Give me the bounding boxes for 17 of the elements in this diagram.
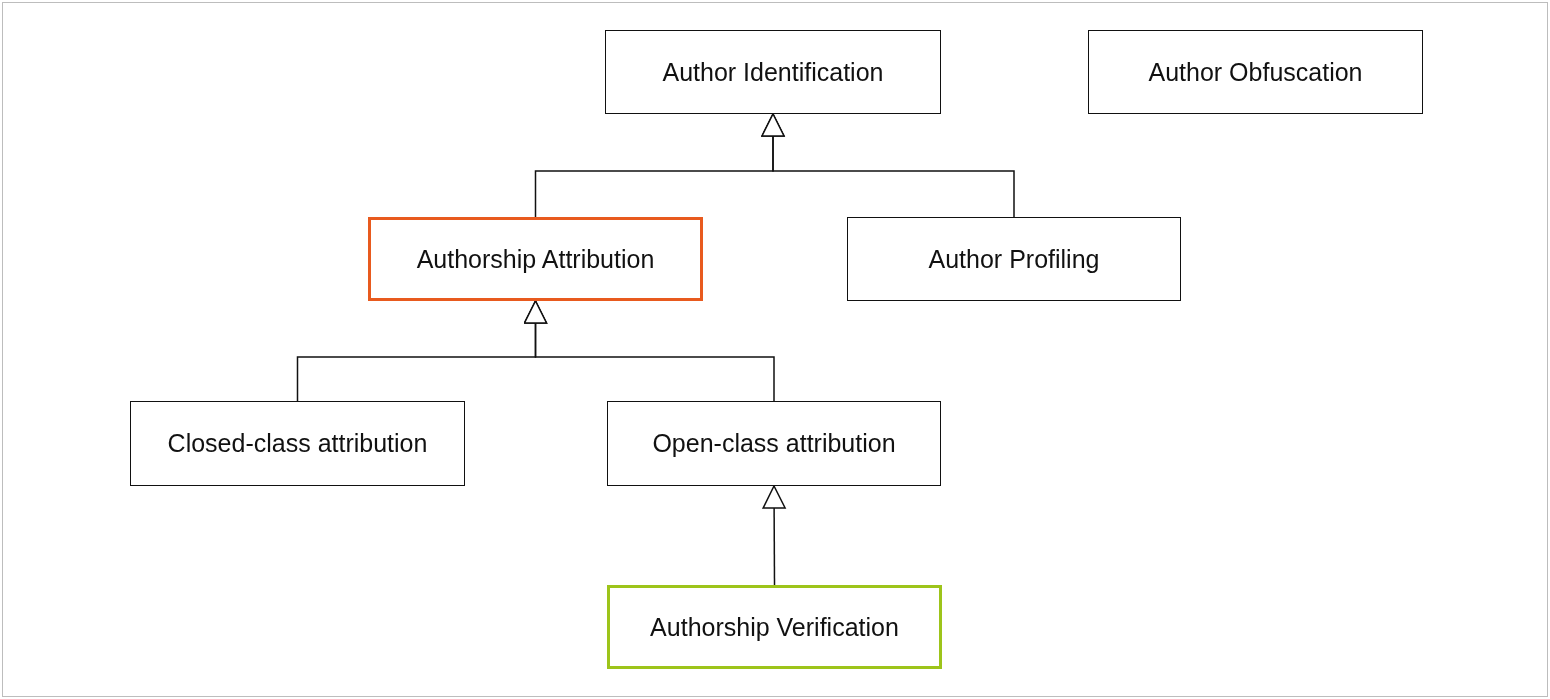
class-box xyxy=(368,217,703,301)
box-label: Authorship Attribution xyxy=(416,244,655,274)
class-box xyxy=(1088,30,1423,114)
class-box xyxy=(847,217,1181,301)
box-label: Author Obfuscation xyxy=(1148,57,1363,87)
class-box xyxy=(607,401,941,486)
box-label: Author Identification xyxy=(662,57,884,87)
class-box xyxy=(130,401,465,486)
box-label: Authorship Verification xyxy=(650,612,899,642)
generalization-arrow xyxy=(762,485,786,586)
generalization-arrow xyxy=(761,113,1015,218)
class-box xyxy=(607,585,942,669)
generalization-arrow xyxy=(523,300,775,402)
box-label: Open-class attribution xyxy=(652,429,896,458)
class-box xyxy=(605,30,941,114)
box-label: Closed-class attribution xyxy=(167,429,428,458)
box-label: Author Profiling xyxy=(928,244,1100,274)
